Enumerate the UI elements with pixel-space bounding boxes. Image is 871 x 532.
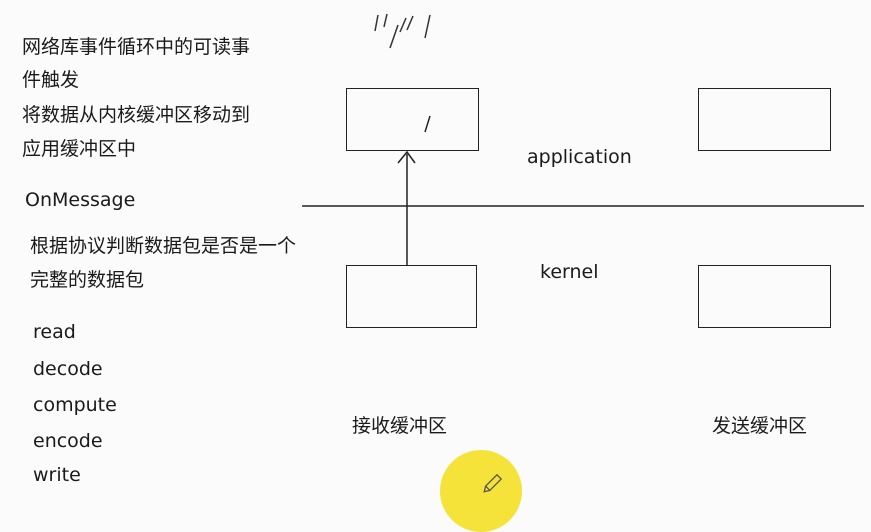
kernel-receive-buffer	[346, 265, 477, 328]
note-line-4: 应用缓冲区中	[22, 138, 137, 160]
app-send-buffer	[698, 88, 831, 151]
app-receive-buffer	[346, 88, 479, 151]
onmessage-label: OnMessage	[25, 189, 136, 211]
diagram-strokes	[302, 13, 864, 265]
kernel-layer-label: kernel	[540, 261, 599, 283]
note-line-3: 将数据从内核缓冲区移动到	[22, 104, 251, 126]
note-line-2: 件触发	[22, 69, 80, 91]
note-line-6: 根据协议判断数据包是否是一个	[30, 235, 297, 257]
receive-buffer-label: 接收缓冲区	[352, 415, 448, 437]
data-flow-arrow-head	[397, 150, 416, 164]
pencil-icon	[483, 473, 503, 493]
scribble-marks	[374, 13, 431, 49]
step-encode: encode	[33, 430, 103, 452]
application-layer-label: application	[527, 146, 632, 168]
note-line-7: 完整的数据包	[30, 269, 145, 291]
send-buffer-label: 发送缓冲区	[712, 415, 808, 437]
step-compute: compute	[33, 394, 117, 416]
pen-tick-mark	[424, 115, 431, 133]
pencil-cursor	[440, 450, 522, 532]
step-read: read	[33, 321, 76, 343]
note-line-1: 网络库事件循环中的可读事	[22, 36, 251, 58]
step-write: write	[33, 464, 81, 486]
kernel-send-buffer	[698, 265, 831, 328]
step-decode: decode	[33, 358, 103, 380]
